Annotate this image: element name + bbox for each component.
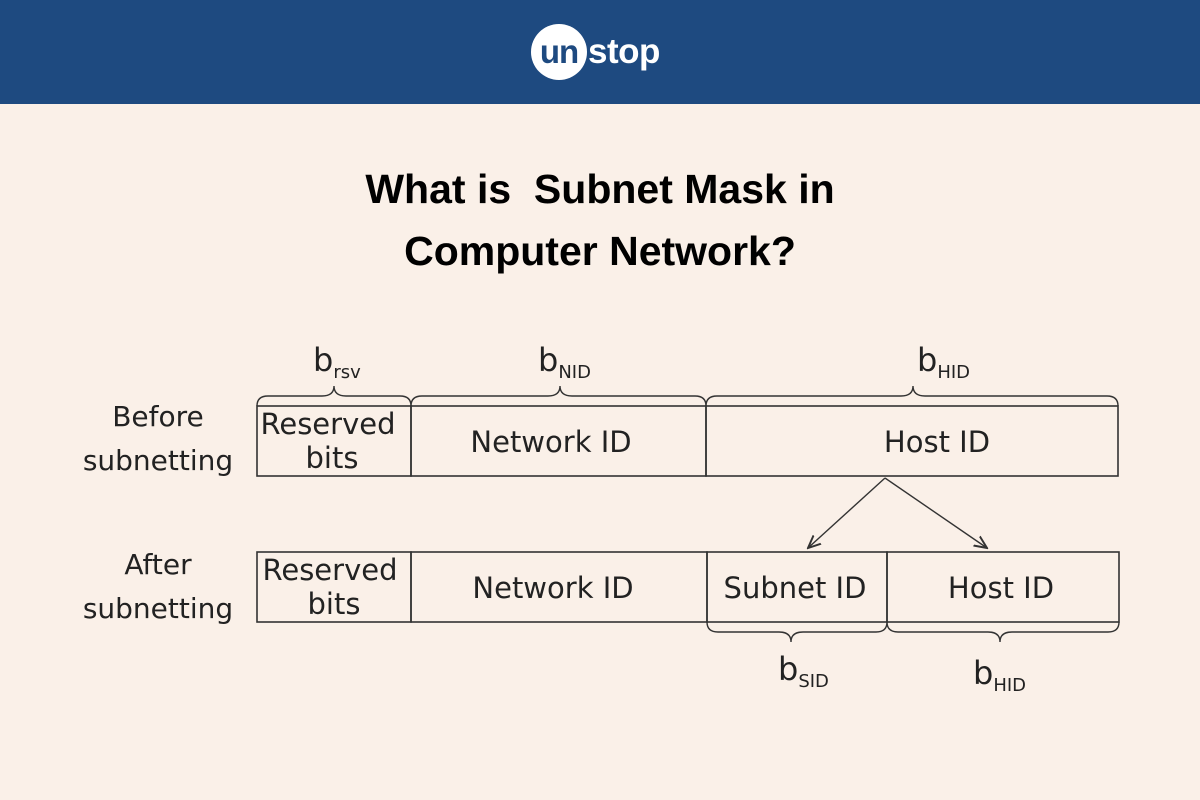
after-host-box <box>886 551 1120 623</box>
after-reserved-line-1: Reserved <box>263 553 398 587</box>
brace-sid <box>706 621 888 643</box>
label-b-hid-top: bHID <box>917 341 970 383</box>
header-bar: un stop <box>0 0 1200 104</box>
after-reserved-line-2: bits <box>308 587 361 621</box>
label-b-sid: bSID <box>778 650 829 692</box>
label-b-nid: bNID <box>538 341 591 383</box>
brace-nid <box>410 385 707 407</box>
arrow-to-subnet <box>808 477 886 548</box>
before-reserved-line-1: Reserved <box>261 407 396 441</box>
before-network-label: Network ID <box>470 425 631 459</box>
before-reserved-line-2: bits <box>306 441 359 475</box>
logo-circle: un <box>531 24 587 80</box>
after-label-line-1: After <box>124 548 192 581</box>
brace-hid-top <box>705 385 1119 407</box>
page-title: What is Subnet Mask in Computer Network? <box>0 158 1200 282</box>
before-host-box <box>705 405 1119 477</box>
after-host-label: Host ID <box>948 571 1054 605</box>
brace-rsv <box>256 385 412 407</box>
before-label-line-2: subnetting <box>83 444 233 477</box>
label-b-rsv: brsv <box>313 341 361 383</box>
title-line-1: What is Subnet Mask in <box>365 166 835 212</box>
after-network-label: Network ID <box>472 571 633 605</box>
title-line-2: Computer Network? <box>404 228 796 274</box>
logo-text: stop <box>588 32 660 71</box>
after-label-line-2: subnetting <box>83 592 233 625</box>
before-label-line-1: Before <box>112 400 204 433</box>
after-subnet-label: Subnet ID <box>724 571 867 605</box>
unstop-logo[interactable]: un stop <box>531 24 660 80</box>
before-host-label: Host ID <box>884 425 990 459</box>
label-b-hid-bottom: bHID <box>973 654 1026 696</box>
arrow-to-host <box>884 477 987 548</box>
brace-hid-bottom <box>886 621 1120 643</box>
